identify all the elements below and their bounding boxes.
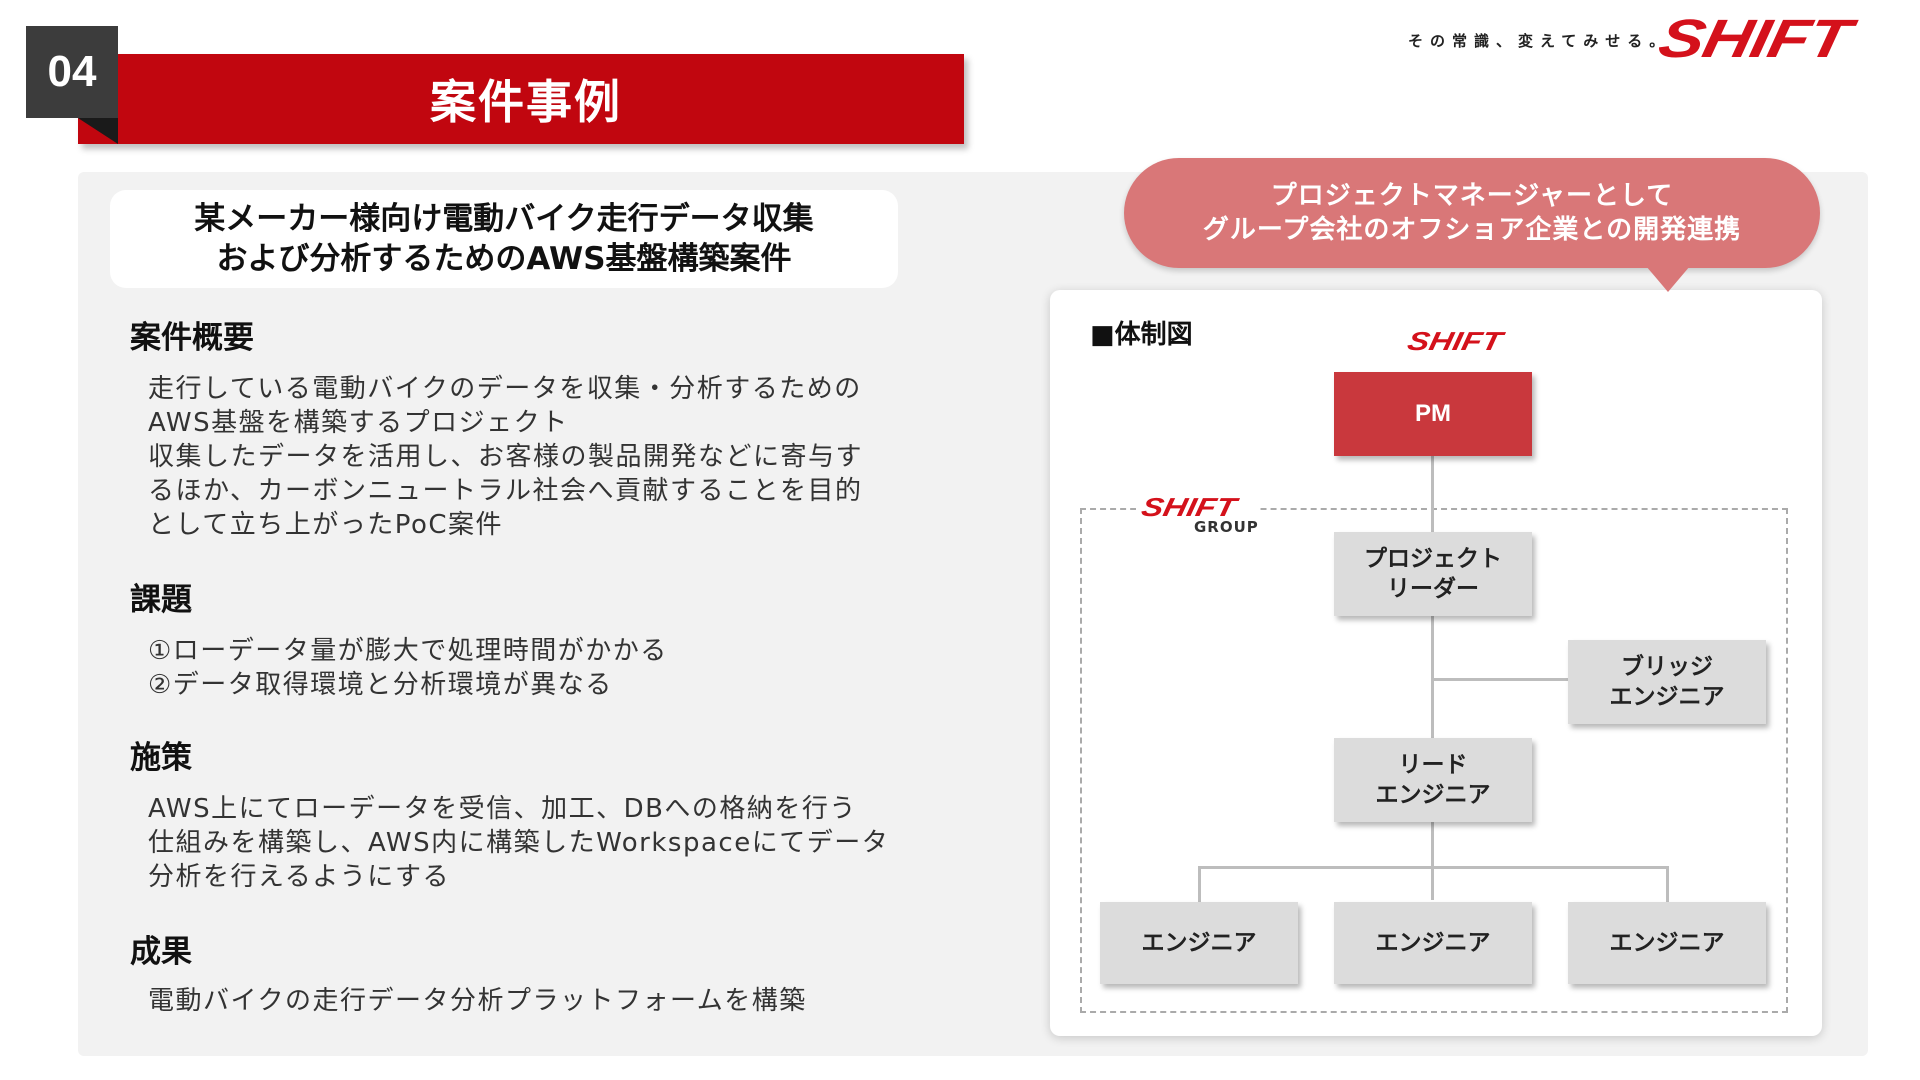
node-label: エンジニア <box>1609 684 1725 710</box>
case-title-box: 某メーカー様向け電動バイク走行データ収集 および分析するためのAWS基盤構築案件 <box>110 190 898 288</box>
results-heading: 成果 <box>124 934 196 974</box>
measures-heading: 施策 <box>124 740 196 780</box>
connector-engineer-left <box>1198 866 1201 902</box>
overview-line: AWS基盤を構築するプロジェクト <box>148 408 569 438</box>
issue-line: ①ローデータ量が膨大で処理時間がかかる <box>148 636 668 666</box>
connector-engineers <box>1198 866 1668 869</box>
overview-line: 走行している電動バイクのデータを収集・分析するための <box>148 374 862 404</box>
measure-line: 仕組みを構築し、AWS内に構築したWorkspaceにてデータ <box>148 828 890 858</box>
node-label: エンジニア <box>1375 782 1491 808</box>
measure-line: 分析を行えるようにする <box>148 862 450 892</box>
node-engineer-1: エンジニア <box>1100 902 1298 984</box>
org-chart-heading: ■体制図 <box>1090 320 1193 350</box>
result-line: 電動バイクの走行データ分析プラットフォームを構築 <box>148 986 807 1016</box>
node-label: エンジニア <box>1375 930 1491 956</box>
page-title: 案件事例 <box>430 75 622 129</box>
node-engineer-2: エンジニア <box>1334 902 1532 984</box>
results-body: 電動バイクの走行データ分析プラットフォームを構築 <box>148 984 807 1018</box>
node-lead-engineer: リード エンジニア <box>1334 738 1532 822</box>
group-frame <box>1080 508 1788 1013</box>
case-title-line1: 某メーカー様向け電動バイク走行データ収集 <box>194 201 814 237</box>
connector-engineer-right <box>1666 866 1669 902</box>
callout-line2: グループ会社のオフショア企業との開発連携 <box>1202 215 1742 245</box>
slide-number: 04 <box>26 26 118 118</box>
issue-line: ②データ取得環境と分析環境が異なる <box>148 670 613 700</box>
node-engineer-3: エンジニア <box>1568 902 1766 984</box>
issues-heading: 課題 <box>124 582 196 622</box>
node-label: リード <box>1398 752 1468 778</box>
tagline: その常識、変えてみせる。 <box>1408 32 1672 50</box>
connector-bridge <box>1432 678 1568 681</box>
slide-number-tail <box>78 118 118 144</box>
title-band: 案件事例 <box>78 54 964 144</box>
overview-line: るほか、カーボンニュートラル社会へ貢献することを目的 <box>148 476 863 506</box>
overview-line: として立ち上がったPoC案件 <box>148 510 504 540</box>
overview-heading: 案件概要 <box>124 320 258 360</box>
shift-logo-small: SHIFT <box>1404 326 1506 356</box>
overview-line: 収集したデータを活用し、お客様の製品開発などに寄与す <box>148 442 864 472</box>
issues-body: ①ローデータ量が膨大で処理時間がかかる ②データ取得環境と分析環境が異なる <box>148 634 668 702</box>
node-pm-label: PM <box>1415 400 1451 427</box>
measure-line: AWS上にてローデータを受信、加工、DBへの格納を行う <box>148 794 857 824</box>
measures-body: AWS上にてローデータを受信、加工、DBへの格納を行う 仕組みを構築し、AWS内… <box>148 792 889 894</box>
node-pm: PM <box>1334 372 1532 456</box>
node-label: リーダー <box>1387 576 1479 602</box>
node-label: エンジニア <box>1609 930 1725 956</box>
shift-logo: SHIFT <box>1653 9 1856 69</box>
node-label: ブリッジ <box>1621 654 1713 680</box>
node-project-leader: プロジェクト リーダー <box>1334 532 1532 616</box>
callout-bubble: プロジェクトマネージャーとして グループ会社のオフショア企業との開発連携 <box>1124 158 1820 268</box>
node-bridge-engineer: ブリッジ エンジニア <box>1568 640 1766 724</box>
callout-line1: プロジェクトマネージャーとして <box>1270 181 1674 211</box>
overview-body: 走行している電動バイクのデータを収集・分析するための AWS基盤を構築するプロジ… <box>148 372 863 542</box>
callout-pointer <box>1646 266 1690 292</box>
node-label: エンジニア <box>1141 930 1257 956</box>
node-label: プロジェクト <box>1364 546 1502 572</box>
case-title-line2: および分析するためのAWS基盤構築案件 <box>216 241 792 277</box>
group-label: GROUP <box>1192 518 1261 536</box>
